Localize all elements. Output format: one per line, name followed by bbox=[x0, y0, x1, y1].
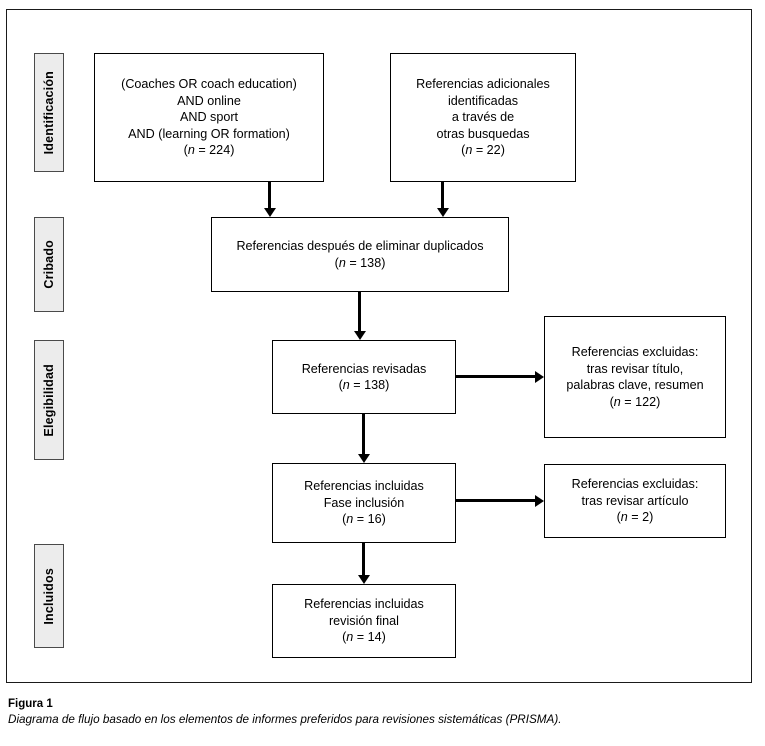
figure-caption: Figura 1 Diagrama de flujo basado en los… bbox=[8, 697, 753, 728]
box-included-phase: Referencias incluidas Fase inclusión (n … bbox=[272, 463, 456, 543]
figure-caption-title: Figura 1 bbox=[8, 698, 53, 710]
arrow-additional-to-duplicates bbox=[436, 208, 449, 217]
box-screened-text: Referencias revisadas bbox=[301, 361, 427, 376]
box-after-duplicates-count: (n = 138) bbox=[334, 255, 386, 270]
connector-search-to-duplicates bbox=[268, 182, 271, 208]
arrow-screened-to-included bbox=[357, 454, 370, 463]
phase-label-elegibilidad: Elegibilidad bbox=[34, 340, 64, 460]
box-excluded-screening: Referencias excluidas: tras revisar títu… bbox=[544, 316, 726, 438]
figure-caption-description: Diagrama de flujo basado en los elemento… bbox=[8, 713, 562, 726]
arrow-included-to-excluded-fulltext bbox=[535, 494, 544, 507]
phase-label-incluidos-text: Incluidos bbox=[41, 567, 56, 625]
box-included-final-text: Referencias incluidas revisión final bbox=[304, 597, 424, 628]
arrow-duplicates-to-screened bbox=[353, 331, 366, 340]
arrow-search-to-duplicates bbox=[263, 208, 276, 217]
box-search-query-count: (n = 224) bbox=[183, 143, 235, 158]
arrow-screened-to-excluded bbox=[535, 370, 544, 383]
box-included-phase-text: Referencias incluidas Fase inclusión bbox=[304, 479, 424, 510]
box-excluded-screening-count: (n = 122) bbox=[609, 394, 661, 409]
box-search-query: (Coaches OR coach education) AND online … bbox=[94, 53, 324, 182]
box-excluded-screening-text: Referencias excluidas: tras revisar títu… bbox=[566, 345, 704, 392]
box-excluded-fulltext: Referencias excluidas: tras revisar artí… bbox=[544, 464, 726, 538]
box-screened-count: (n = 138) bbox=[338, 378, 390, 392]
phase-label-cribado-text: Cribado bbox=[41, 240, 56, 289]
box-search-query-text: (Coaches OR coach education) AND online … bbox=[121, 77, 297, 141]
box-additional-records-count: (n = 22) bbox=[461, 143, 505, 158]
arrow-included-to-final bbox=[357, 575, 370, 584]
phase-label-incluidos: Incluidos bbox=[34, 544, 64, 648]
box-after-duplicates: Referencias después de eliminar duplicad… bbox=[211, 217, 509, 292]
phase-label-elegibilidad-text: Elegibilidad bbox=[41, 363, 56, 437]
figure-frame: Identificación Cribado Elegibilidad Incl… bbox=[6, 9, 752, 683]
connector-included-to-excluded-fulltext bbox=[456, 499, 535, 502]
box-excluded-fulltext-count: (n = 2) bbox=[616, 510, 654, 525]
phase-label-identificacion-text: Identificación bbox=[41, 70, 56, 155]
connector-screened-to-included bbox=[362, 414, 365, 454]
connector-duplicates-to-screened bbox=[358, 292, 361, 331]
box-additional-records-text: Referencias adicionales identificadas a … bbox=[416, 77, 550, 141]
connector-screened-to-excluded bbox=[456, 375, 535, 378]
box-included-final: Referencias incluidas revisión final (n … bbox=[272, 584, 456, 658]
phase-label-identificacion: Identificación bbox=[34, 53, 64, 172]
box-excluded-fulltext-text: Referencias excluidas: tras revisar artí… bbox=[571, 477, 699, 508]
phase-label-cribado: Cribado bbox=[34, 217, 64, 312]
box-included-phase-count: (n = 16) bbox=[342, 512, 386, 527]
box-additional-records: Referencias adicionales identificadas a … bbox=[390, 53, 576, 182]
connector-included-to-final bbox=[362, 543, 365, 575]
box-screened: Referencias revisadas (n = 138) bbox=[272, 340, 456, 414]
box-included-final-count: (n = 14) bbox=[342, 630, 386, 645]
connector-additional-to-duplicates bbox=[441, 182, 444, 208]
box-after-duplicates-text: Referencias después de eliminar duplicad… bbox=[236, 239, 484, 253]
